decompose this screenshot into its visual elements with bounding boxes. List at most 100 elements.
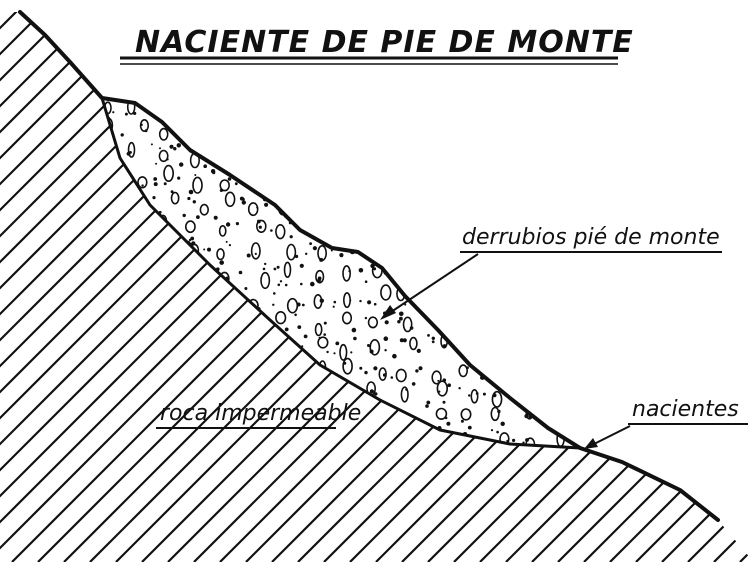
pebble — [259, 365, 270, 378]
debris-dot — [431, 340, 435, 344]
debris-dot — [513, 302, 516, 306]
debris-dot — [374, 221, 378, 225]
debris-dot — [154, 383, 158, 387]
debris-dot — [574, 382, 579, 387]
debris-dot — [399, 338, 404, 343]
debris-dot — [279, 280, 283, 283]
debris-dot — [114, 215, 119, 219]
pebble — [495, 142, 505, 157]
debris-dot — [187, 270, 190, 273]
pebble — [158, 127, 169, 141]
pebble — [591, 367, 600, 380]
debris-dot — [163, 365, 167, 368]
hatch-line — [0, 12, 81, 562]
debris-dot — [247, 146, 250, 150]
debris-dot — [296, 196, 300, 200]
pebble — [517, 289, 528, 307]
debris-dot — [431, 132, 435, 136]
debris-dot — [500, 421, 505, 426]
debris-dot — [570, 412, 575, 417]
debris-dot — [445, 250, 450, 255]
debris-dot — [475, 392, 479, 395]
debris-dot — [406, 134, 410, 138]
debris-dot — [500, 272, 504, 276]
pebble — [441, 143, 450, 160]
debris-dot — [458, 387, 461, 390]
debris-dot — [341, 124, 345, 128]
debris-dot — [392, 427, 397, 432]
debris-dot — [531, 119, 536, 124]
pebble — [431, 196, 441, 212]
debris-dot — [234, 445, 239, 448]
debris-dot — [177, 360, 182, 365]
debris-dot — [488, 284, 493, 289]
debris-dot — [191, 396, 196, 401]
debris-dot — [374, 392, 378, 396]
debris-dot — [481, 206, 487, 212]
debris-dot — [201, 379, 205, 383]
pebble — [397, 98, 408, 107]
debris-dot — [545, 182, 550, 187]
debris-dot — [225, 153, 230, 158]
debris-dot — [528, 298, 533, 303]
debris-dot — [105, 131, 110, 136]
debris-dot — [557, 277, 560, 280]
debris-dot — [364, 370, 368, 375]
pebble — [286, 243, 297, 261]
hatch-line — [0, 12, 159, 562]
debris-dot — [108, 191, 112, 195]
debris-dot — [482, 392, 486, 396]
pebble — [471, 342, 481, 360]
pebble — [199, 203, 210, 216]
debris-dot — [124, 112, 128, 116]
debris-dot — [199, 457, 202, 460]
debris-dot — [299, 360, 303, 364]
debris-dot — [289, 235, 293, 239]
debris-dot — [486, 343, 492, 349]
debris-dot — [249, 175, 253, 179]
pebble — [309, 145, 319, 158]
debris-dot — [431, 100, 434, 103]
pebble — [341, 311, 353, 325]
debris-dot — [459, 277, 464, 282]
debris-dot — [532, 140, 535, 143]
debris-dot — [133, 209, 136, 212]
pebble — [436, 380, 448, 397]
debris-dot — [340, 160, 345, 165]
pebble — [403, 150, 415, 167]
debris-dot — [428, 176, 433, 181]
debris-dot — [571, 388, 575, 391]
pebble — [468, 121, 478, 139]
debris-dot — [437, 379, 440, 382]
debris-dot — [433, 435, 436, 438]
debris-dot — [128, 375, 132, 379]
pebble — [491, 390, 503, 408]
debris-dot — [214, 346, 218, 349]
debris-dot — [588, 434, 591, 437]
debris-dot — [174, 338, 178, 342]
debris-dot — [294, 254, 299, 259]
pebble — [253, 124, 264, 139]
debris-dot — [600, 176, 604, 180]
debris-dot — [142, 412, 146, 416]
debris-dot — [372, 267, 377, 271]
hatch-line — [531, 12, 752, 562]
debris-dot — [538, 360, 543, 366]
debris-dot — [353, 336, 357, 341]
hatch-line — [0, 12, 133, 562]
debris-dot — [418, 366, 423, 371]
debris-dot — [314, 172, 319, 177]
debris-dot — [103, 343, 106, 346]
debris-dot — [134, 299, 139, 303]
debris-dot — [415, 277, 419, 282]
debris-dot — [174, 298, 178, 303]
debris-dot — [172, 245, 177, 250]
debris-dot — [471, 128, 476, 132]
debris-dot — [323, 333, 327, 336]
debris-dot — [445, 238, 448, 241]
debris-dot — [587, 290, 589, 292]
debris-dot — [199, 265, 202, 268]
debris-dot — [602, 353, 604, 355]
debris-dot — [120, 133, 124, 137]
debris-dot — [182, 319, 186, 323]
